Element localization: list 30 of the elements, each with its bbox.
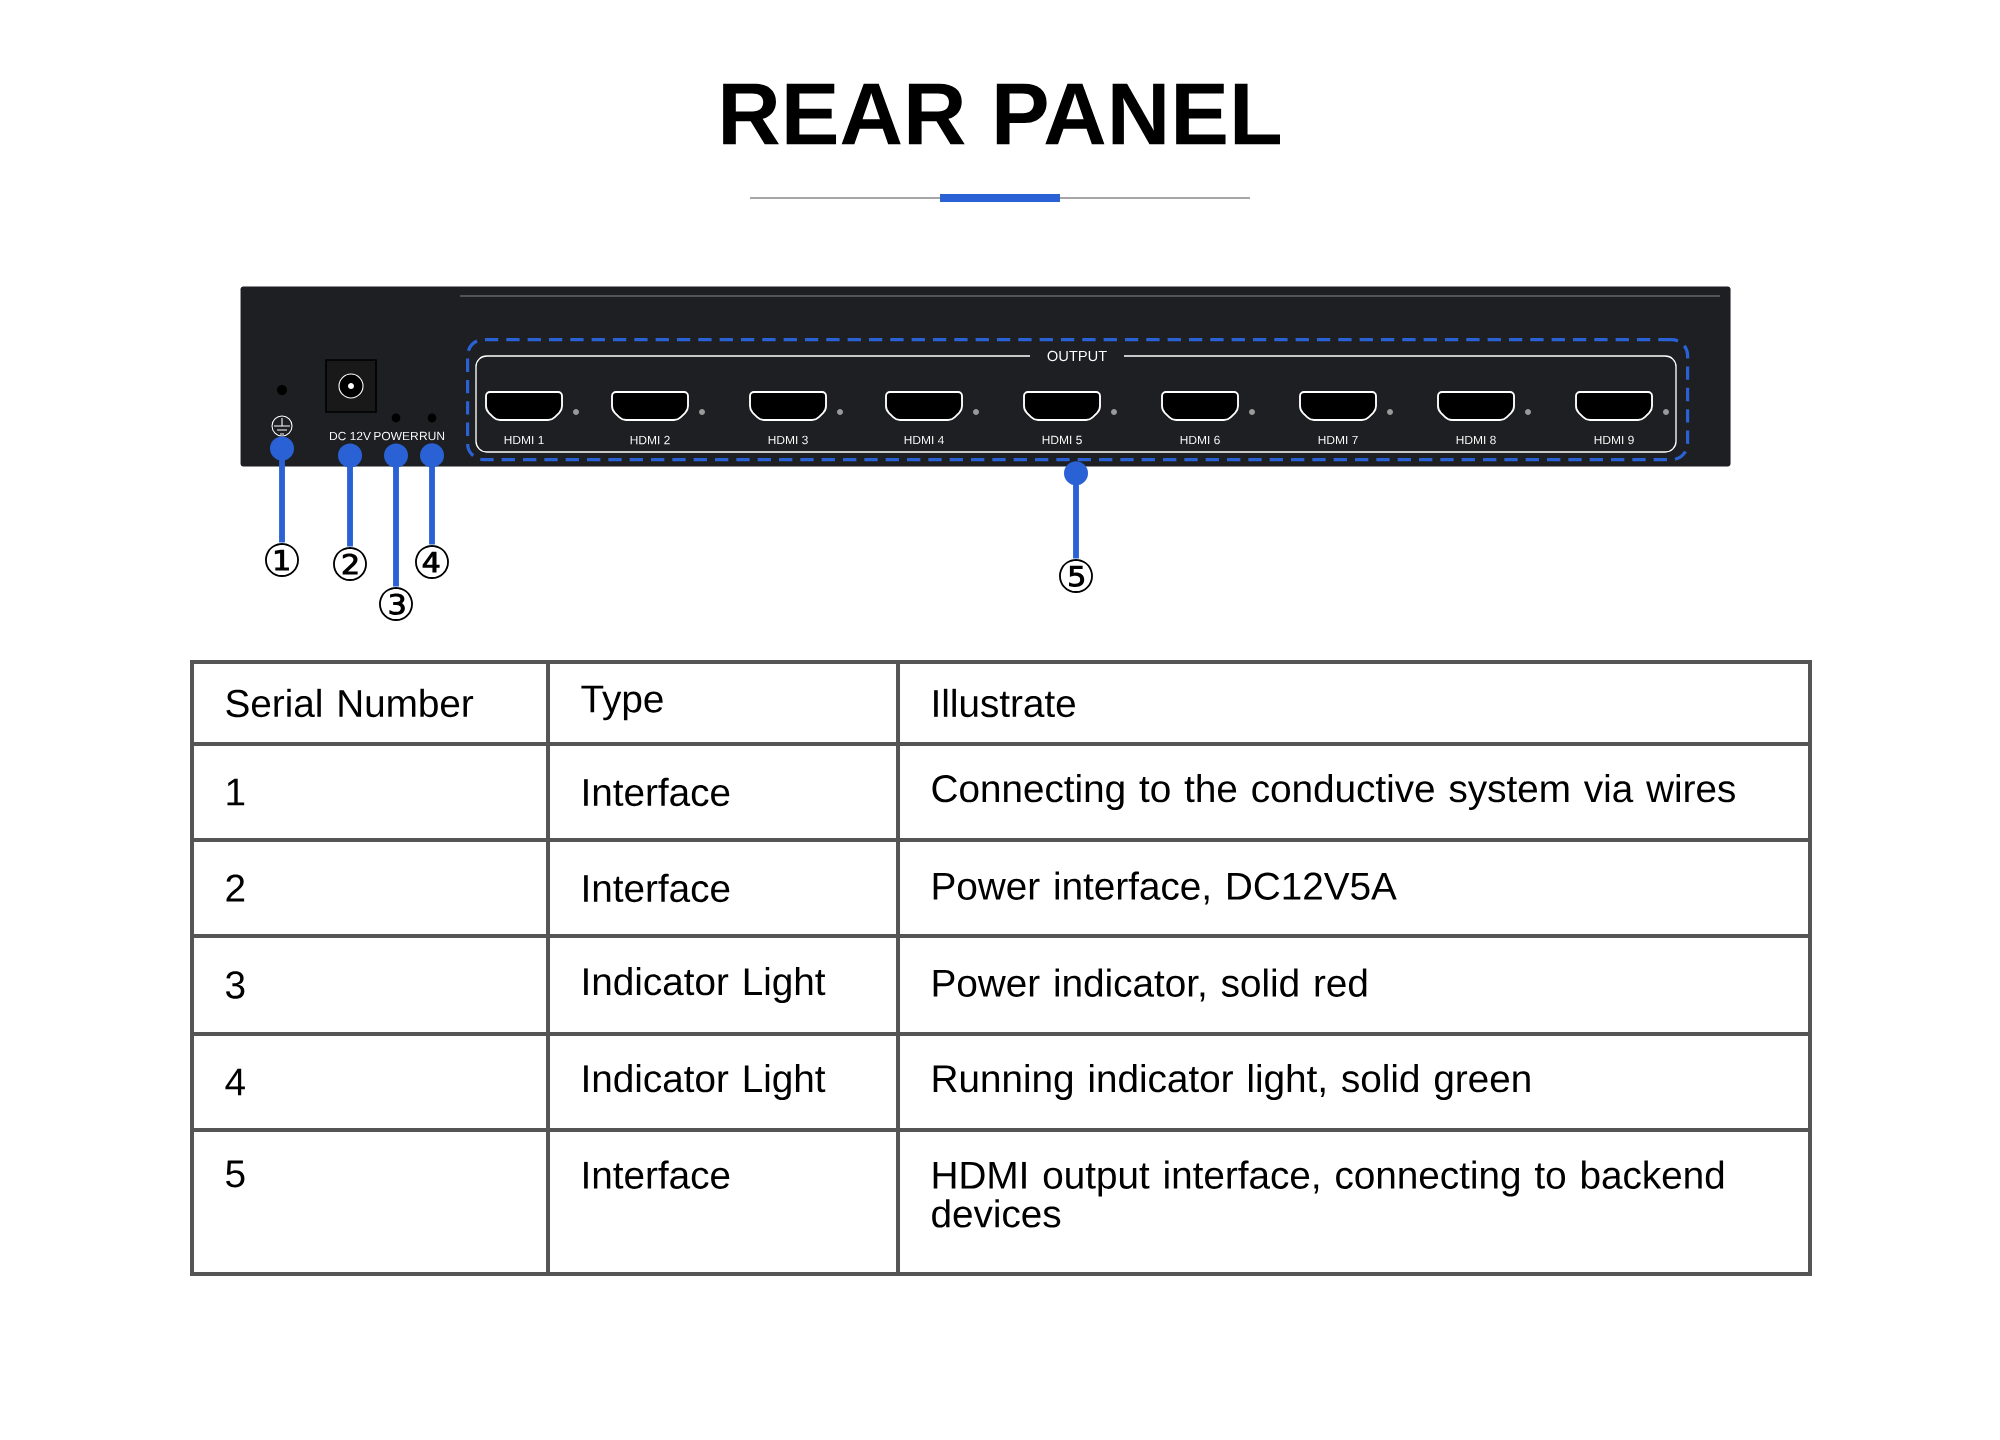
leader-line [420,443,444,545]
table-text: 5 [226,1160,245,1188]
table-text: Type [581,685,663,721]
leader-line [270,436,294,543]
table-text: HDMI output interface, connecting to backend devices [932,1160,1724,1228]
table-text: 3 [226,971,245,999]
callout-number: ② [333,547,367,581]
callout-number: ④ [415,545,449,579]
table-text: Indicator Light [584,966,826,1003]
table-text: Interface [584,873,730,903]
table-text: Running indicator light, solid green [933,1063,1530,1100]
table-text: Power interface, DC12V5A [933,871,1397,905]
leader-line [338,443,362,547]
table-text: Interface [584,777,730,807]
table-text: Serial Number [226,688,474,718]
table-text: 4 [225,1068,245,1096]
callout-number: ③ [379,587,413,621]
table-text: Illustrate [934,688,1075,718]
table-text: 2 [226,874,245,902]
table-text: Power indicator, solid red [933,968,1367,1002]
title: REAR PANEL [723,83,1280,145]
ground-terminal [271,385,293,437]
leader-line [1064,461,1088,559]
table-text: 1 [227,778,245,806]
table-text: Indicator Light [584,1063,826,1100]
table-text: Connecting to the conductive system via wires [932,773,1735,810]
leader-line [384,443,408,587]
callout-number: ⑤ [1059,559,1093,593]
callout-number: ① [265,543,299,577]
table-text: Interface [584,1160,730,1189]
